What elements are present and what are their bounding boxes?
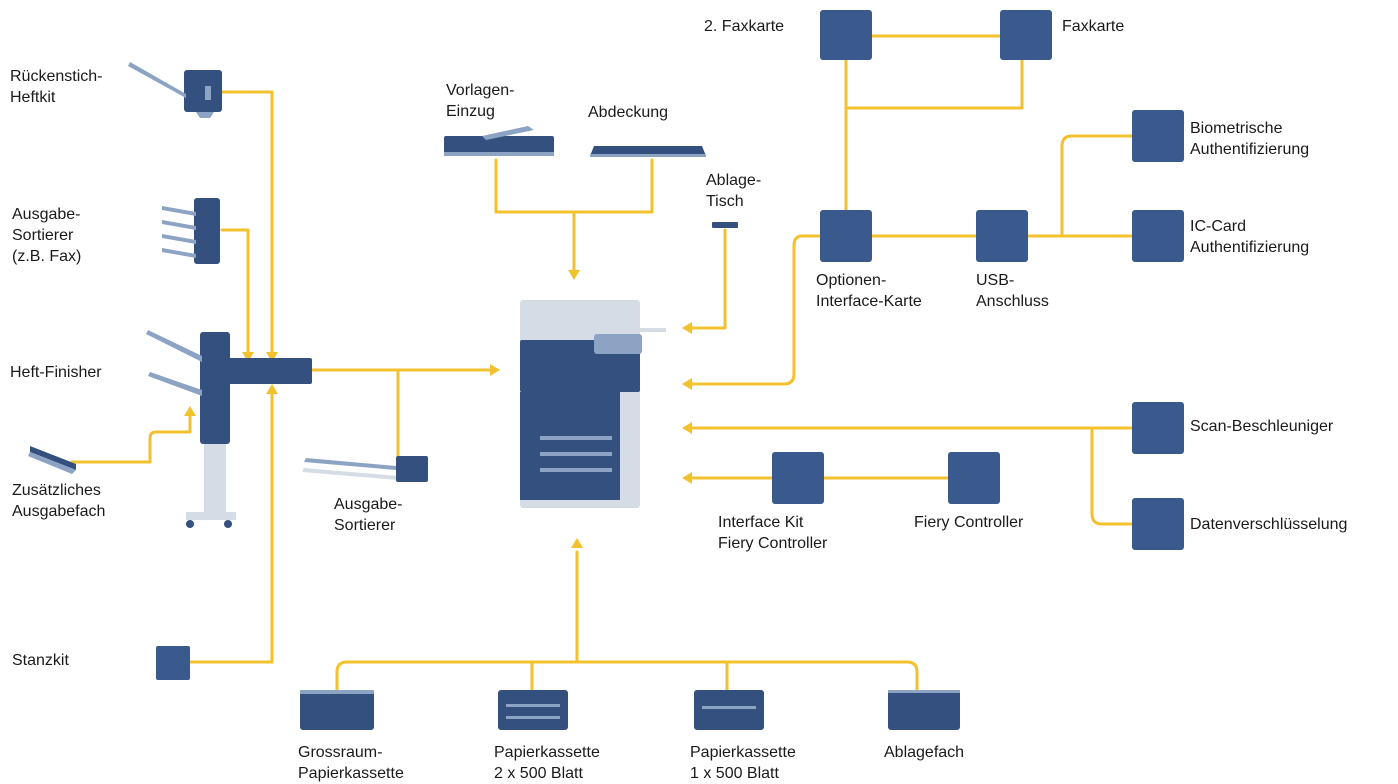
connector-optionen-to-main [688, 234, 822, 386]
label-ausgabe-sortierer: Ausgabe- Sortierer [334, 496, 403, 534]
box-faxkarte [1000, 10, 1052, 60]
box-scan-beschleuniger [1132, 402, 1184, 454]
module-boxes [156, 10, 1184, 680]
label-grossraum: Grossraum- Papierkassette [298, 744, 404, 782]
label-fiery-controller: Fiery Controller [914, 514, 1024, 531]
abdeckung-device-icon [590, 146, 706, 157]
ablage-tisch-device-icon [712, 222, 738, 228]
connector-ausgabe-sortierer-fax [220, 228, 250, 360]
arrow-main-scan [682, 422, 692, 434]
arrow-main-fiery [682, 472, 692, 484]
papierkassette-2x500-device-icon [498, 690, 568, 730]
ausgabe-sortierer-fax-device-icon [162, 198, 220, 264]
arrow-main-optionen [682, 378, 692, 390]
label-ablage-tisch: Ablage- Tisch [706, 172, 762, 210]
connector-vorlagen-abdeckung [494, 158, 654, 274]
grossraum-papierkassette-device-icon [300, 690, 374, 730]
ablagefach-device-icon [888, 690, 960, 730]
label-zusaetzliches-ausgabefach: Zusätzliches Ausgabefach [12, 482, 106, 520]
label-biometrische: Biometrische Authentifizierung [1190, 120, 1310, 158]
label-usb-anschluss: USB- Anschluss [976, 272, 1049, 310]
label-vorlagen-einzug: Vorlagen- Einzug [446, 82, 515, 120]
box-datenverschluesselung [1132, 498, 1184, 550]
label-ic-card: IC-Card Authentifizierung [1190, 218, 1310, 256]
arrowheads [184, 270, 692, 548]
zusaetzliches-ausgabefach-device-icon [28, 446, 76, 474]
label-interface-kit: Interface Kit Fiery Controller [718, 514, 828, 552]
label-heft-finisher: Heft-Finisher [10, 364, 102, 381]
arrow-finisher-rueckenstich [266, 352, 278, 362]
box-ic-card [1132, 210, 1184, 262]
label-papierkassette-1x500: Papierkassette 1 x 500 Blatt [690, 744, 796, 782]
connectors [70, 34, 1134, 692]
papierkassette-1x500-device-icon [694, 690, 764, 730]
arrow-finisher-stanzkit [266, 384, 278, 394]
arrow-main-ablage [682, 322, 692, 334]
main-printer-device-icon [520, 300, 666, 508]
box-interface-kit [772, 452, 824, 504]
connector-rueckenstich [220, 90, 274, 360]
connector-ablage-tisch [688, 228, 727, 330]
label-abdeckung: Abdeckung [588, 104, 669, 121]
connector-stanzkit [188, 386, 274, 664]
arrow-main-left [490, 364, 500, 376]
label-faxkarte: Faxkarte [1062, 18, 1125, 35]
box-biometrische [1132, 110, 1184, 162]
label-faxkarte-2: 2. Faxkarte [704, 18, 785, 35]
label-scan-beschleuniger: Scan-Beschleuniger [1190, 418, 1334, 435]
connector-usb-auth [1026, 134, 1134, 238]
connector-zusaetzliches-ausgabefach [70, 410, 192, 464]
box-faxkarte-2 [820, 10, 872, 60]
rueckenstich-device-icon [128, 62, 222, 118]
label-datenverschluesselung: Datenverschlüsselung [1190, 516, 1348, 533]
label-ausgabe-sortierer-fax: Ausgabe- Sortierer (z.B. Fax) [12, 206, 82, 265]
arrow-finisher-sortierer [242, 352, 254, 362]
ausgabe-sortierer-device-icon [302, 456, 428, 482]
arrow-main-top [568, 270, 580, 280]
vorlagen-einzug-device-icon [444, 126, 554, 156]
arrow-finisher-ausgabefach [184, 406, 196, 416]
box-stanzkit [156, 646, 190, 680]
label-stanzkit: Stanzkit [12, 652, 69, 669]
box-usb-anschluss [976, 210, 1028, 262]
connector-faxkarte-to-optionen [844, 58, 1024, 214]
connector-scan-daten [688, 426, 1134, 526]
connector-paper-trays [335, 550, 919, 692]
label-papierkassette-2x500: Papierkassette 2 x 500 Blatt [494, 744, 600, 782]
box-optionen-interface [820, 210, 872, 262]
box-fiery-controller [948, 452, 1000, 504]
label-optionen-interface: Optionen- Interface-Karte [816, 272, 922, 310]
label-ablagefach: Ablagefach [884, 744, 965, 761]
label-rueckenstich: Rückenstich- Heftkit [10, 68, 103, 106]
arrow-main-bottom [571, 538, 583, 548]
heft-finisher-device-icon [146, 330, 312, 528]
